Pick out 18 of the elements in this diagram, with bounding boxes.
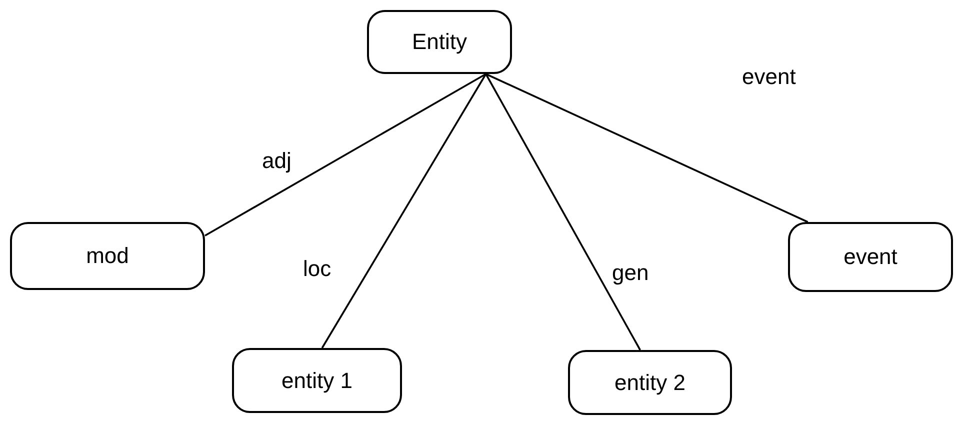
rounded-box bbox=[10, 222, 205, 290]
rounded-box bbox=[788, 222, 953, 292]
node-label: entity 1 bbox=[282, 366, 352, 394]
edge-label: adj bbox=[262, 150, 292, 172]
rounded-box bbox=[367, 10, 512, 74]
connector-line bbox=[485, 74, 641, 350]
rounded-box bbox=[568, 350, 732, 415]
connector-line bbox=[486, 73, 808, 223]
rounded-box bbox=[232, 348, 402, 413]
node-label: Entity bbox=[412, 28, 468, 56]
edge-label: loc bbox=[303, 258, 332, 280]
edge-label: event bbox=[742, 66, 796, 88]
node-label: mod bbox=[86, 242, 129, 270]
node-label: entity 2 bbox=[614, 368, 686, 396]
connector-line bbox=[321, 74, 487, 348]
node-label: event bbox=[844, 243, 898, 271]
connector-line bbox=[204, 73, 486, 236]
edge-label: gen bbox=[612, 262, 649, 284]
